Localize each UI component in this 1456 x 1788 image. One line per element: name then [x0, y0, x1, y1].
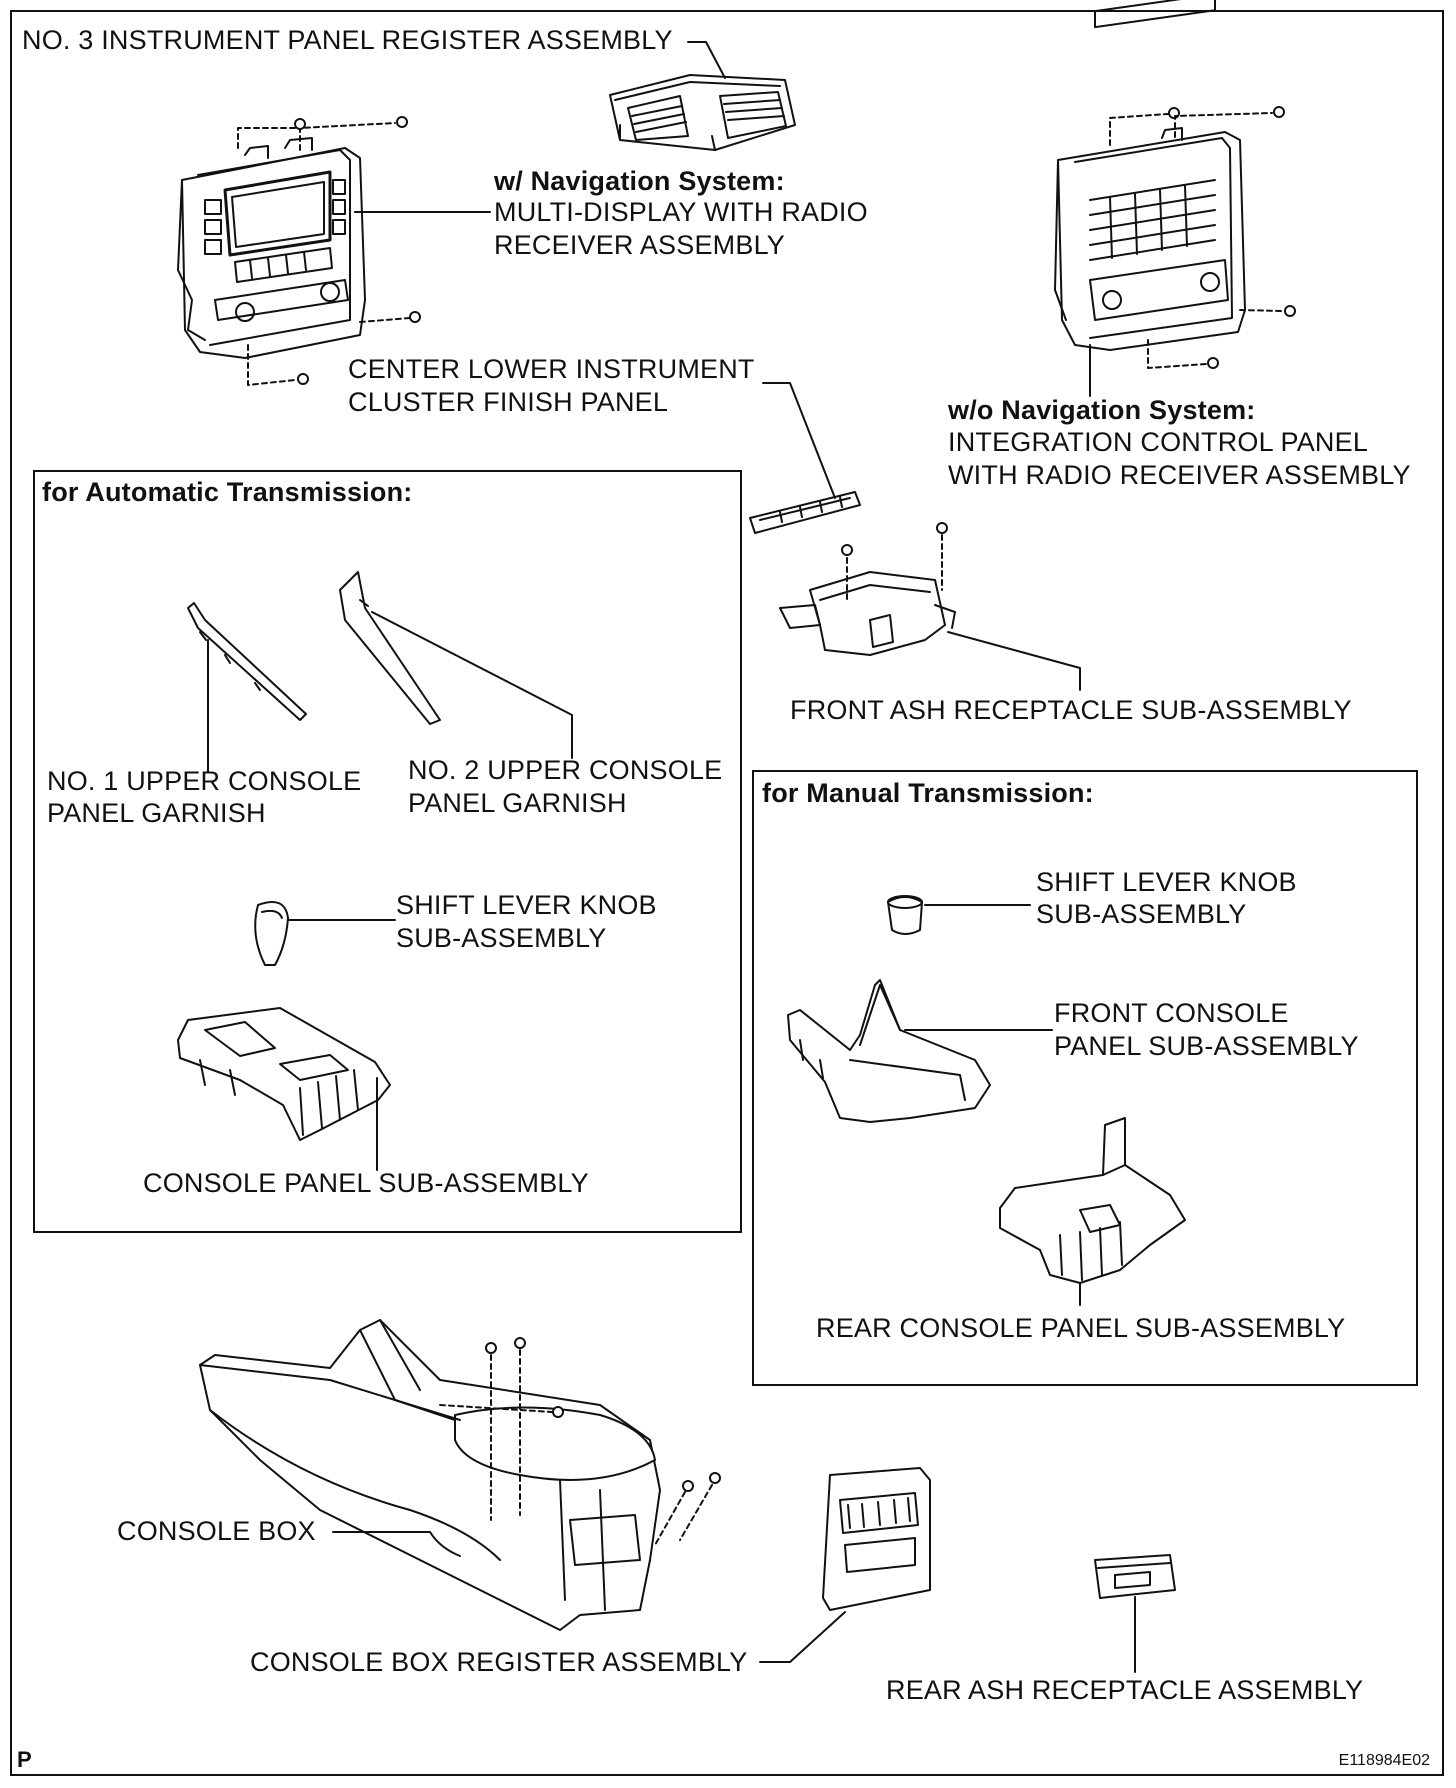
manual-shift-knob-label-1: SHIFT LEVER KNOB — [1036, 867, 1297, 897]
rear-console-label: REAR CONSOLE PANEL SUB-ASSEMBLY — [816, 1313, 1346, 1343]
diagram-frame — [10, 10, 1444, 1776]
console-box-drawing — [199, 1319, 661, 1631]
no2-leader — [371, 611, 573, 759]
wo-nav-system-header: w/o Navigation System: — [948, 395, 1256, 425]
auto-shift-knob-drawing — [254, 901, 289, 966]
no2-garnish-label-1: NO. 2 UPPER CONSOLE — [408, 755, 723, 785]
no1-garnish-drawing — [187, 602, 307, 721]
integration-panel-screws — [1109, 112, 1284, 369]
front-ash-screw-icons — [841, 522, 948, 556]
front-console-drawing — [787, 979, 991, 1123]
integration-panel-label-1: INTEGRATION CONTROL PANEL — [948, 427, 1369, 457]
center-finish-leader — [762, 382, 836, 499]
multi-display-label-2: RECEIVER ASSEMBLY — [494, 230, 786, 260]
no1-garnish-label-2: PANEL GARNISH — [47, 798, 266, 828]
manual-box-header: for Manual Transmission: — [762, 778, 1094, 808]
page-letter: P — [17, 1747, 32, 1772]
console-box-screw-icons — [485, 1337, 721, 1492]
multi-display-drawing — [177, 137, 366, 359]
no3-leader — [687, 41, 726, 79]
no1-garnish-label-1: NO. 1 UPPER CONSOLE — [47, 766, 362, 796]
console-box-register-drawing — [822, 1467, 931, 1611]
front-console-label-1: FRONT CONSOLE — [1054, 998, 1289, 1028]
no2-garnish-drawing — [339, 571, 441, 725]
integration-panel-drawing — [1054, 0, 1246, 351]
rear-ash-label: REAR ASH RECEPTACLE ASSEMBLY — [886, 1675, 1364, 1705]
no2-garnish-label-2: PANEL GARNISH — [408, 788, 627, 818]
front-console-label-2: PANEL SUB-ASSEMBLY — [1054, 1031, 1359, 1061]
center-finish-panel-drawing — [749, 491, 861, 534]
front-ash-leader — [947, 631, 1081, 691]
console-box-label: CONSOLE BOX — [117, 1516, 316, 1546]
center-finish-label-1: CENTER LOWER INSTRUMENT — [348, 354, 755, 384]
console-box-screws — [439, 1349, 713, 1546]
console-box-register-leader — [759, 1611, 846, 1663]
console-panel-drawing — [177, 1007, 391, 1141]
figure-code: E118984E02 — [1338, 1752, 1430, 1769]
automatic-transmission-box — [33, 470, 742, 1233]
auto-shift-knob-label-1: SHIFT LEVER KNOB — [396, 890, 657, 920]
rear-console-drawing — [999, 1117, 1186, 1284]
front-ash-screws — [846, 534, 943, 601]
nav-system-header: w/ Navigation System: — [494, 166, 785, 196]
front-ash-drawing — [779, 571, 956, 656]
manual-shift-knob-label-2: SUB-ASSEMBLY — [1036, 899, 1247, 929]
center-finish-label-2: CLUSTER FINISH PANEL — [348, 387, 669, 417]
manual-shift-knob-drawing — [887, 895, 923, 935]
automatic-box-header: for Automatic Transmission: — [42, 477, 413, 507]
integration-panel-label-2: WITH RADIO RECEIVER ASSEMBLY — [948, 460, 1411, 490]
auto-shift-knob-label-2: SUB-ASSEMBLY — [396, 923, 607, 953]
rear-ash-drawing — [1094, 1554, 1176, 1599]
manual-transmission-box — [752, 770, 1418, 1386]
console-box-register-label: CONSOLE BOX REGISTER ASSEMBLY — [250, 1647, 748, 1677]
no3-register-drawing — [609, 74, 796, 151]
console-box-leader — [332, 1531, 461, 1557]
multi-display-label-1: MULTI-DISPLAY WITH RADIO — [494, 197, 868, 227]
console-panel-label: CONSOLE PANEL SUB-ASSEMBLY — [143, 1168, 589, 1198]
front-ash-label: FRONT ASH RECEPTACLE SUB-ASSEMBLY — [790, 695, 1352, 725]
no3-register-label: NO. 3 INSTRUMENT PANEL REGISTER ASSEMBLY — [22, 25, 673, 55]
